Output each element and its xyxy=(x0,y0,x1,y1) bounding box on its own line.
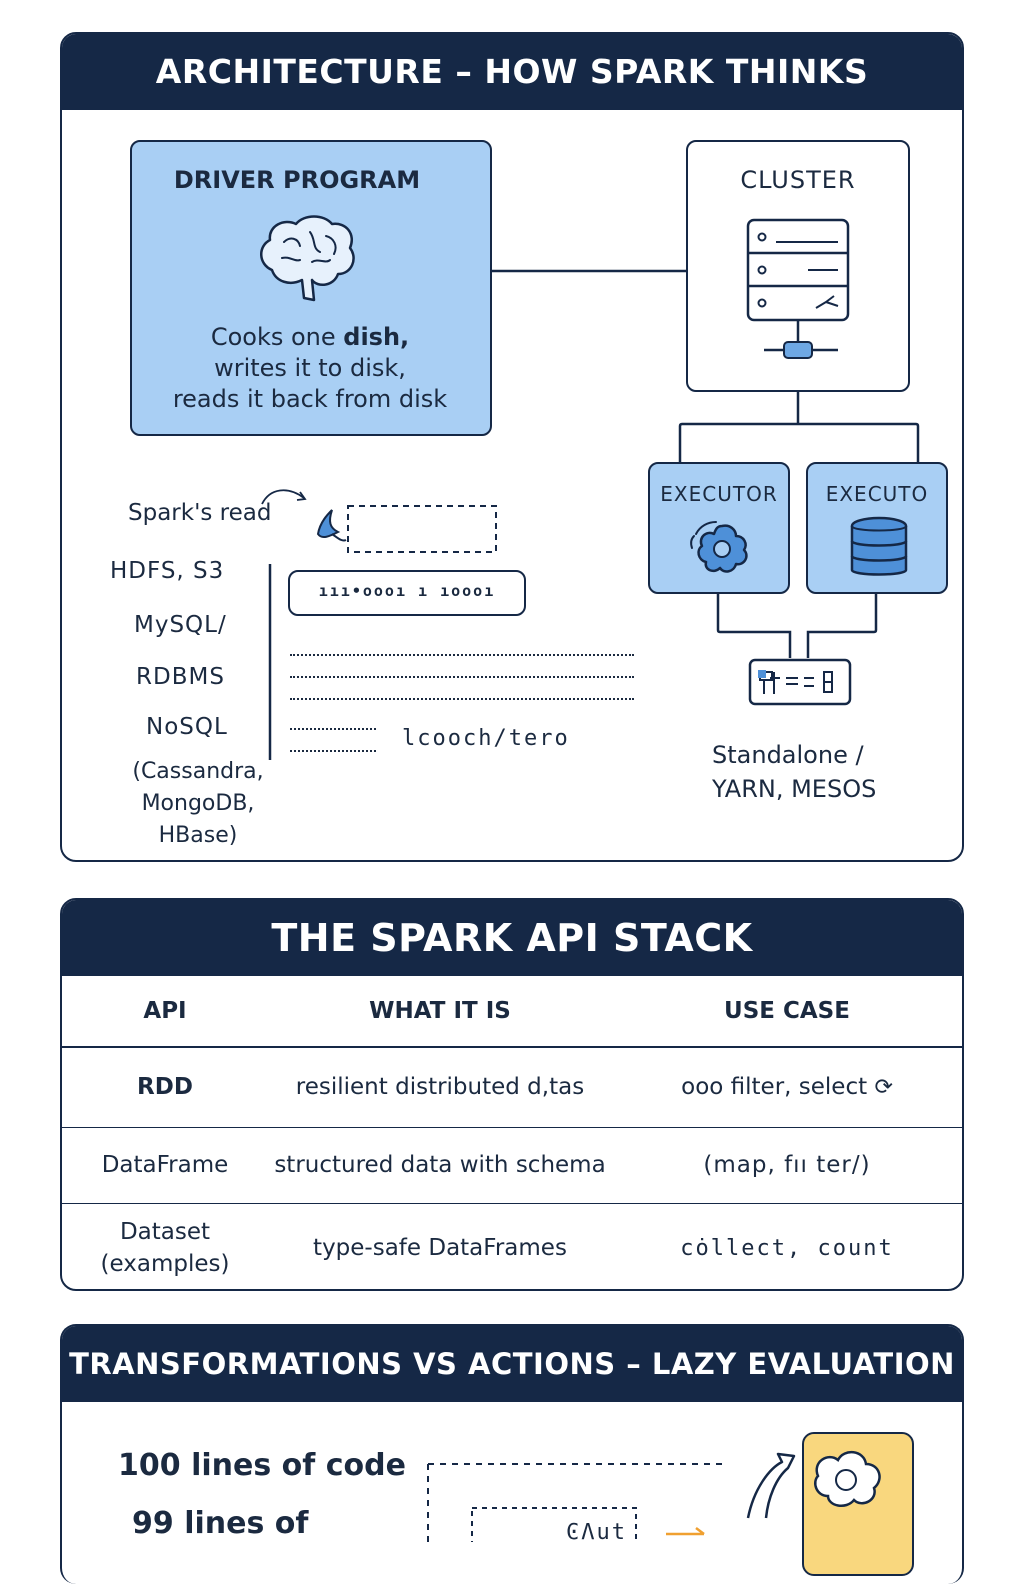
row-api: DataFrame xyxy=(62,1127,268,1204)
server-icon xyxy=(746,218,850,359)
driver-desc-bold: dish, xyxy=(343,323,410,351)
source-item-mysql: MySQL/ xyxy=(134,612,227,638)
nosql-detail-line2: MongoDB, xyxy=(141,791,255,816)
column-header-api: API xyxy=(62,976,268,1048)
driver-program-title: DRIVER PROGRAM xyxy=(173,166,421,194)
dotted-line-2 xyxy=(290,676,634,678)
driver-program-description: Cooks one dish, writes it to disk, reads… xyxy=(132,322,488,415)
row-use: cȯllect, count xyxy=(680,1235,894,1261)
driver-desc-line1: Cooks one xyxy=(210,323,344,351)
architecture-title: ARCHITECTURE – HOW SPARK THINKS xyxy=(62,34,962,110)
cluster-managers-line1: Standalone / xyxy=(712,741,864,769)
dotted-line-1 xyxy=(290,654,634,656)
executor-title-2: EXECUTO xyxy=(825,482,929,506)
nosql-detail-line1: (Cassandra, xyxy=(132,759,264,784)
database-icon xyxy=(850,516,908,576)
dotted-line-5 xyxy=(290,750,376,752)
row-what: type-safe DataFrames xyxy=(313,1235,567,1262)
table-row: Dataset (examples) type-safe DataFrames … xyxy=(62,1203,962,1289)
row-use: ooo filter, select ⟳ xyxy=(612,1047,962,1128)
executor-box-1: EXECUTOR xyxy=(648,462,790,594)
architecture-panel: ARCHITECTURE – HOW SPARK THINKS DRIVER P… xyxy=(60,32,964,862)
lazy-evaluation-title: TRANSFORMATIONS VS ACTIONS – LAZY EVALUA… xyxy=(62,1326,962,1402)
api-stack-panel: THE SPARK API STACK API WHAT IT IS USE C… xyxy=(60,898,964,1291)
row-api: RDD xyxy=(62,1047,268,1128)
driver-desc-line2: writes it to disk, xyxy=(214,354,406,382)
executor-box-2: EXECUTO xyxy=(806,462,948,594)
binary-data-text: ııı•oooı ı ıoooı xyxy=(318,582,496,600)
row-what: resilient distributed d,tas xyxy=(268,1047,612,1128)
dotted-line-3 xyxy=(290,698,634,700)
source-item-nosql: NoSQL xyxy=(146,714,228,740)
table-row: RDD resilient distributed d,tas ooo filt… xyxy=(62,1047,962,1128)
lazy-diagram-lines xyxy=(427,1463,722,1542)
read-arrow-icon xyxy=(261,489,497,553)
source-item-hdfs: HDFS, S3 xyxy=(110,558,225,584)
switch-icon xyxy=(748,658,852,706)
driver-program-box: DRIVER PROGRAM Cooks one dish, writes it… xyxy=(130,140,492,436)
cluster-box: CLUSTER xyxy=(686,140,910,392)
binary-data-box: ııı•oooı ı ıoooı xyxy=(288,570,526,616)
sparks-read-label: Spark's read xyxy=(128,500,272,526)
row-api: Dataset (examples) xyxy=(62,1203,268,1289)
gear-icon xyxy=(690,521,748,573)
executor-title-1: EXECUTOR xyxy=(660,482,778,506)
column-header-use: USE CASE xyxy=(612,976,962,1048)
row-api-line1: Dataset xyxy=(119,1219,211,1246)
handwritten-text: lcooch/tero xyxy=(402,726,570,751)
refresh-icon: ⟳ xyxy=(874,1075,893,1101)
driver-desc-line3: reads it back from disk xyxy=(172,385,448,413)
table-row: DataFrame structured data with schema (m… xyxy=(62,1127,962,1204)
cluster-managers-line2: YARN, MESOS xyxy=(712,775,877,803)
cluster-title: CLUSTER xyxy=(740,166,856,194)
column-header-what: WHAT IT IS xyxy=(268,976,612,1048)
api-table-header: API WHAT IT IS USE CASE xyxy=(62,976,962,1048)
code-fragment: ϾΛut xyxy=(566,1520,627,1545)
api-table: API WHAT IT IS USE CASE RDD resilient di… xyxy=(62,976,962,1289)
cluster-managers-label: Standalone / YARN, MESOS xyxy=(712,738,952,806)
row-use-text: ooo filter, select xyxy=(681,1074,868,1101)
nosql-detail: (Cassandra, MongoDB, HBase) xyxy=(118,756,278,852)
lines-of-code-label: 100 lines of code xyxy=(118,1448,406,1483)
connector-lines xyxy=(268,269,920,760)
brain-icon xyxy=(260,215,355,302)
row-what: structured data with schema xyxy=(268,1127,612,1204)
cloud-icon xyxy=(746,1451,881,1519)
row-use: (map, fıı ter/) xyxy=(612,1127,962,1204)
api-stack-title: THE SPARK API STACK xyxy=(62,900,962,976)
row-api-line2: (examples) xyxy=(100,1251,230,1278)
dotted-line-4 xyxy=(290,728,376,730)
lazy-evaluation-panel: TRANSFORMATIONS VS ACTIONS – LAZY EVALUA… xyxy=(60,1324,964,1584)
nosql-detail-line3: HBase) xyxy=(158,823,238,848)
source-item-rdbms: RDBMS xyxy=(136,664,225,690)
lines-of-label: 99 lines of xyxy=(132,1506,309,1541)
